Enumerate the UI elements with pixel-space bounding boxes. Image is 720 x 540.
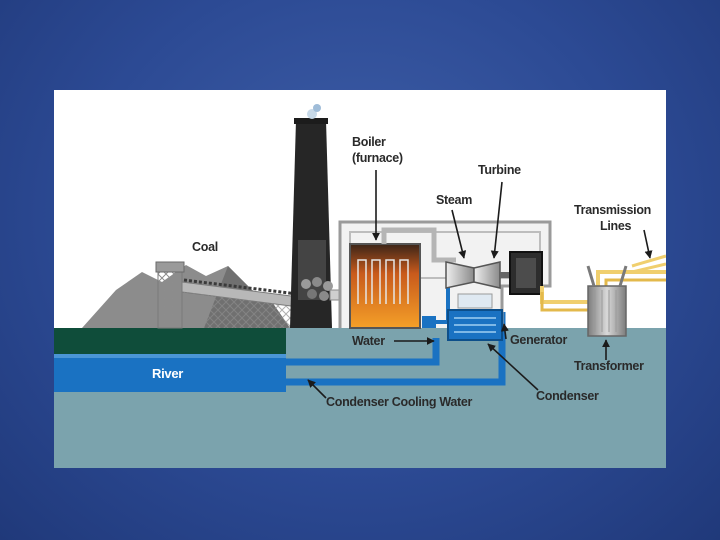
transformer-bushings [586,265,628,287]
smoke-puff [307,109,317,119]
steam-arrow [451,209,467,259]
turbine-shaft [500,272,510,278]
smoke-puff-2 [313,104,321,112]
label-water: Water [352,334,385,348]
conveyor-tower [157,263,183,329]
cooling-water-pipe-in [286,338,440,366]
condenser-tubes [454,317,496,333]
transmission-arrow [643,229,653,259]
condenser-arrow [487,343,539,391]
condenser-cap [457,293,493,309]
generator-face [516,258,536,288]
generator-arrow [500,323,509,340]
label-furnace: (furnace) [352,151,403,165]
grass-strip [54,328,286,354]
stack-lip [294,118,328,124]
label-condenser: Condenser [536,389,599,403]
label-arrows [307,170,653,399]
power-plant-diagram: Boiler (furnace) Turbine Steam Transmiss… [54,90,666,468]
steam-pipe [381,227,456,263]
turbine-stage-2 [473,261,501,289]
label-boiler: Boiler [352,135,386,149]
conveyor-head [155,261,185,273]
conveyor-support [184,292,322,328]
boiler-furnace [349,243,421,329]
boiler-water-drum [422,316,436,328]
boiler-tubes [357,259,409,304]
label-transformer: Transformer [574,359,644,373]
label-river: River [152,366,183,381]
cooling-water-arrow [307,379,327,399]
label-coal: Coal [192,240,218,254]
label-lines: Lines [600,219,631,233]
label-transmission: Transmission [574,203,651,217]
label-generator: Generator [510,333,567,347]
transformer [587,285,627,337]
river [54,354,286,392]
label-condenser-cooling-water: Condenser Cooling Water [326,395,473,409]
label-steam: Steam [436,193,472,207]
turbine-arrow [490,181,503,259]
coal-bunker [301,277,333,301]
label-turbine: Turbine [478,163,521,177]
transformer-fins [594,290,617,332]
river-highlight [54,354,286,358]
transmission-lines [631,254,666,274]
